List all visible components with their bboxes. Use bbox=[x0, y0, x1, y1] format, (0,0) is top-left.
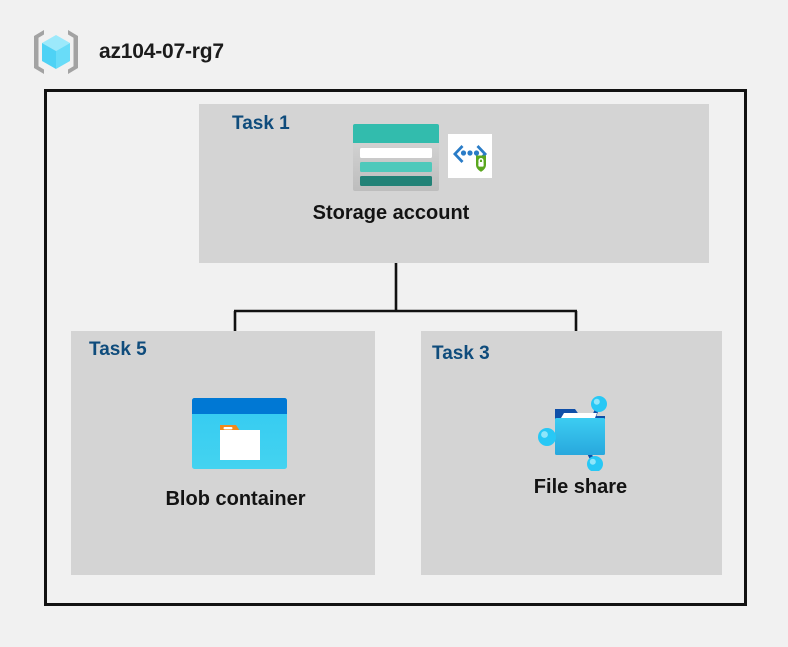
file-share-icon bbox=[531, 391, 623, 472]
storage-account-icon bbox=[353, 124, 439, 191]
task-group-task-1 bbox=[199, 104, 709, 263]
resource-group-name: az104-07-rg7 bbox=[99, 40, 224, 63]
blob-container-icon bbox=[192, 398, 287, 469]
node-label-storage-account: Storage account bbox=[312, 202, 470, 224]
resource-group-boundary bbox=[44, 89, 747, 606]
resource-group-header: az104-07-rg7 bbox=[30, 26, 330, 78]
node-label-file-share: File share bbox=[533, 476, 628, 498]
task-label-3: Task 3 bbox=[432, 343, 490, 364]
task-label-1: Task 1 bbox=[232, 113, 290, 134]
resource-group-icon bbox=[30, 27, 82, 77]
node-label-blob-container: Blob container bbox=[165, 488, 306, 510]
task-label-5: Task 5 bbox=[89, 339, 147, 360]
secure-endpoint-icon bbox=[448, 134, 492, 178]
